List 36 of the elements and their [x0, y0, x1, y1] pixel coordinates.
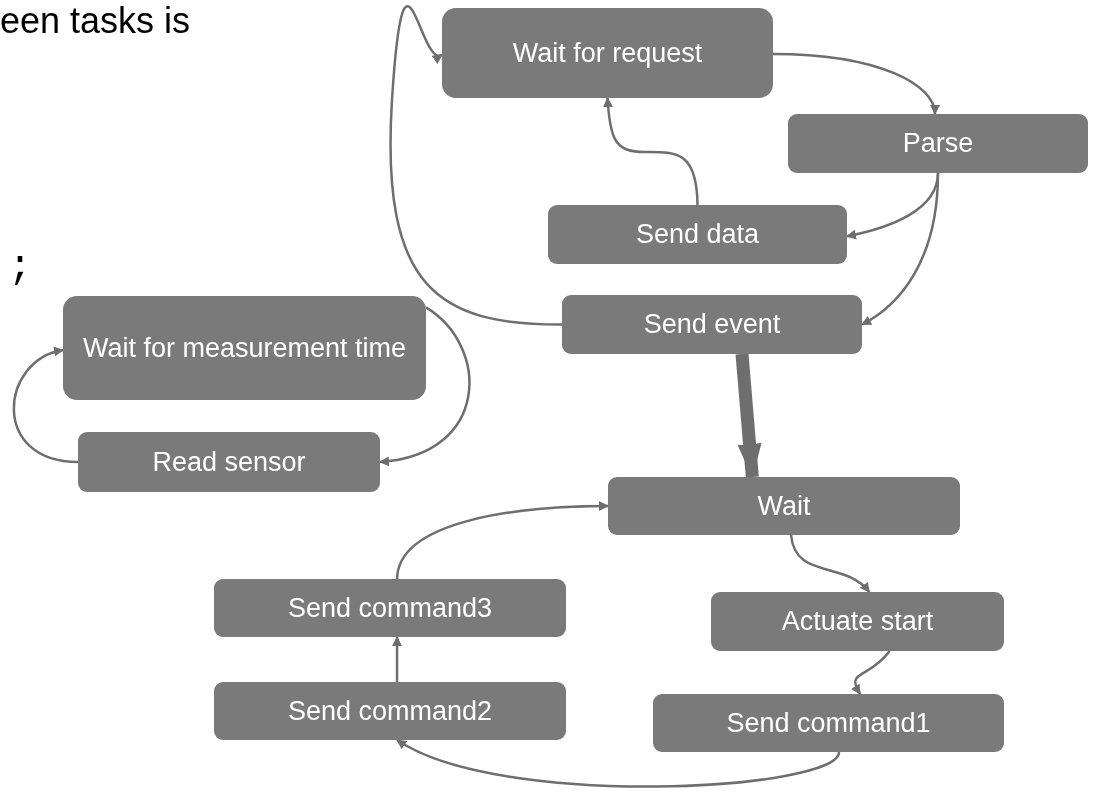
step-label: Actuate start	[781, 605, 934, 638]
process-box	[214, 682, 566, 740]
step-label: Send command3	[287, 591, 493, 625]
arrow	[772, 52, 939, 115]
process-box	[63, 296, 426, 400]
arrow	[603, 97, 699, 206]
step-label: Wait for measurement time	[82, 331, 407, 365]
step-label: Wait for request	[512, 36, 703, 70]
arrow	[789, 534, 871, 593]
process-box	[442, 8, 773, 98]
process-box	[711, 592, 1004, 651]
step-label: Parse	[902, 127, 974, 160]
arrow	[12, 347, 79, 464]
step-label: Wait	[757, 489, 811, 523]
arrow	[861, 172, 940, 326]
process-box	[548, 205, 847, 264]
arrow	[379, 306, 471, 466]
block-arrow	[735, 353, 762, 478]
process-box	[653, 694, 1004, 752]
step-label: Send event	[643, 308, 781, 341]
heading-fragment: een tasks is	[0, 0, 191, 42]
process-box	[214, 579, 566, 637]
arrow	[389, 5, 563, 326]
arrow	[396, 738, 841, 788]
process-box	[562, 295, 862, 354]
arrow	[392, 636, 403, 682]
process-box	[608, 477, 960, 535]
semicolon: ;	[8, 245, 32, 290]
process-box	[78, 432, 380, 492]
step-label: Send data	[635, 218, 760, 251]
step-label: Send command2	[287, 694, 493, 728]
step-label: Send command1	[726, 706, 931, 740]
arrow	[395, 501, 609, 580]
step-label: Read sensor	[152, 445, 306, 479]
process-box	[788, 114, 1088, 173]
arrow	[851, 650, 891, 695]
